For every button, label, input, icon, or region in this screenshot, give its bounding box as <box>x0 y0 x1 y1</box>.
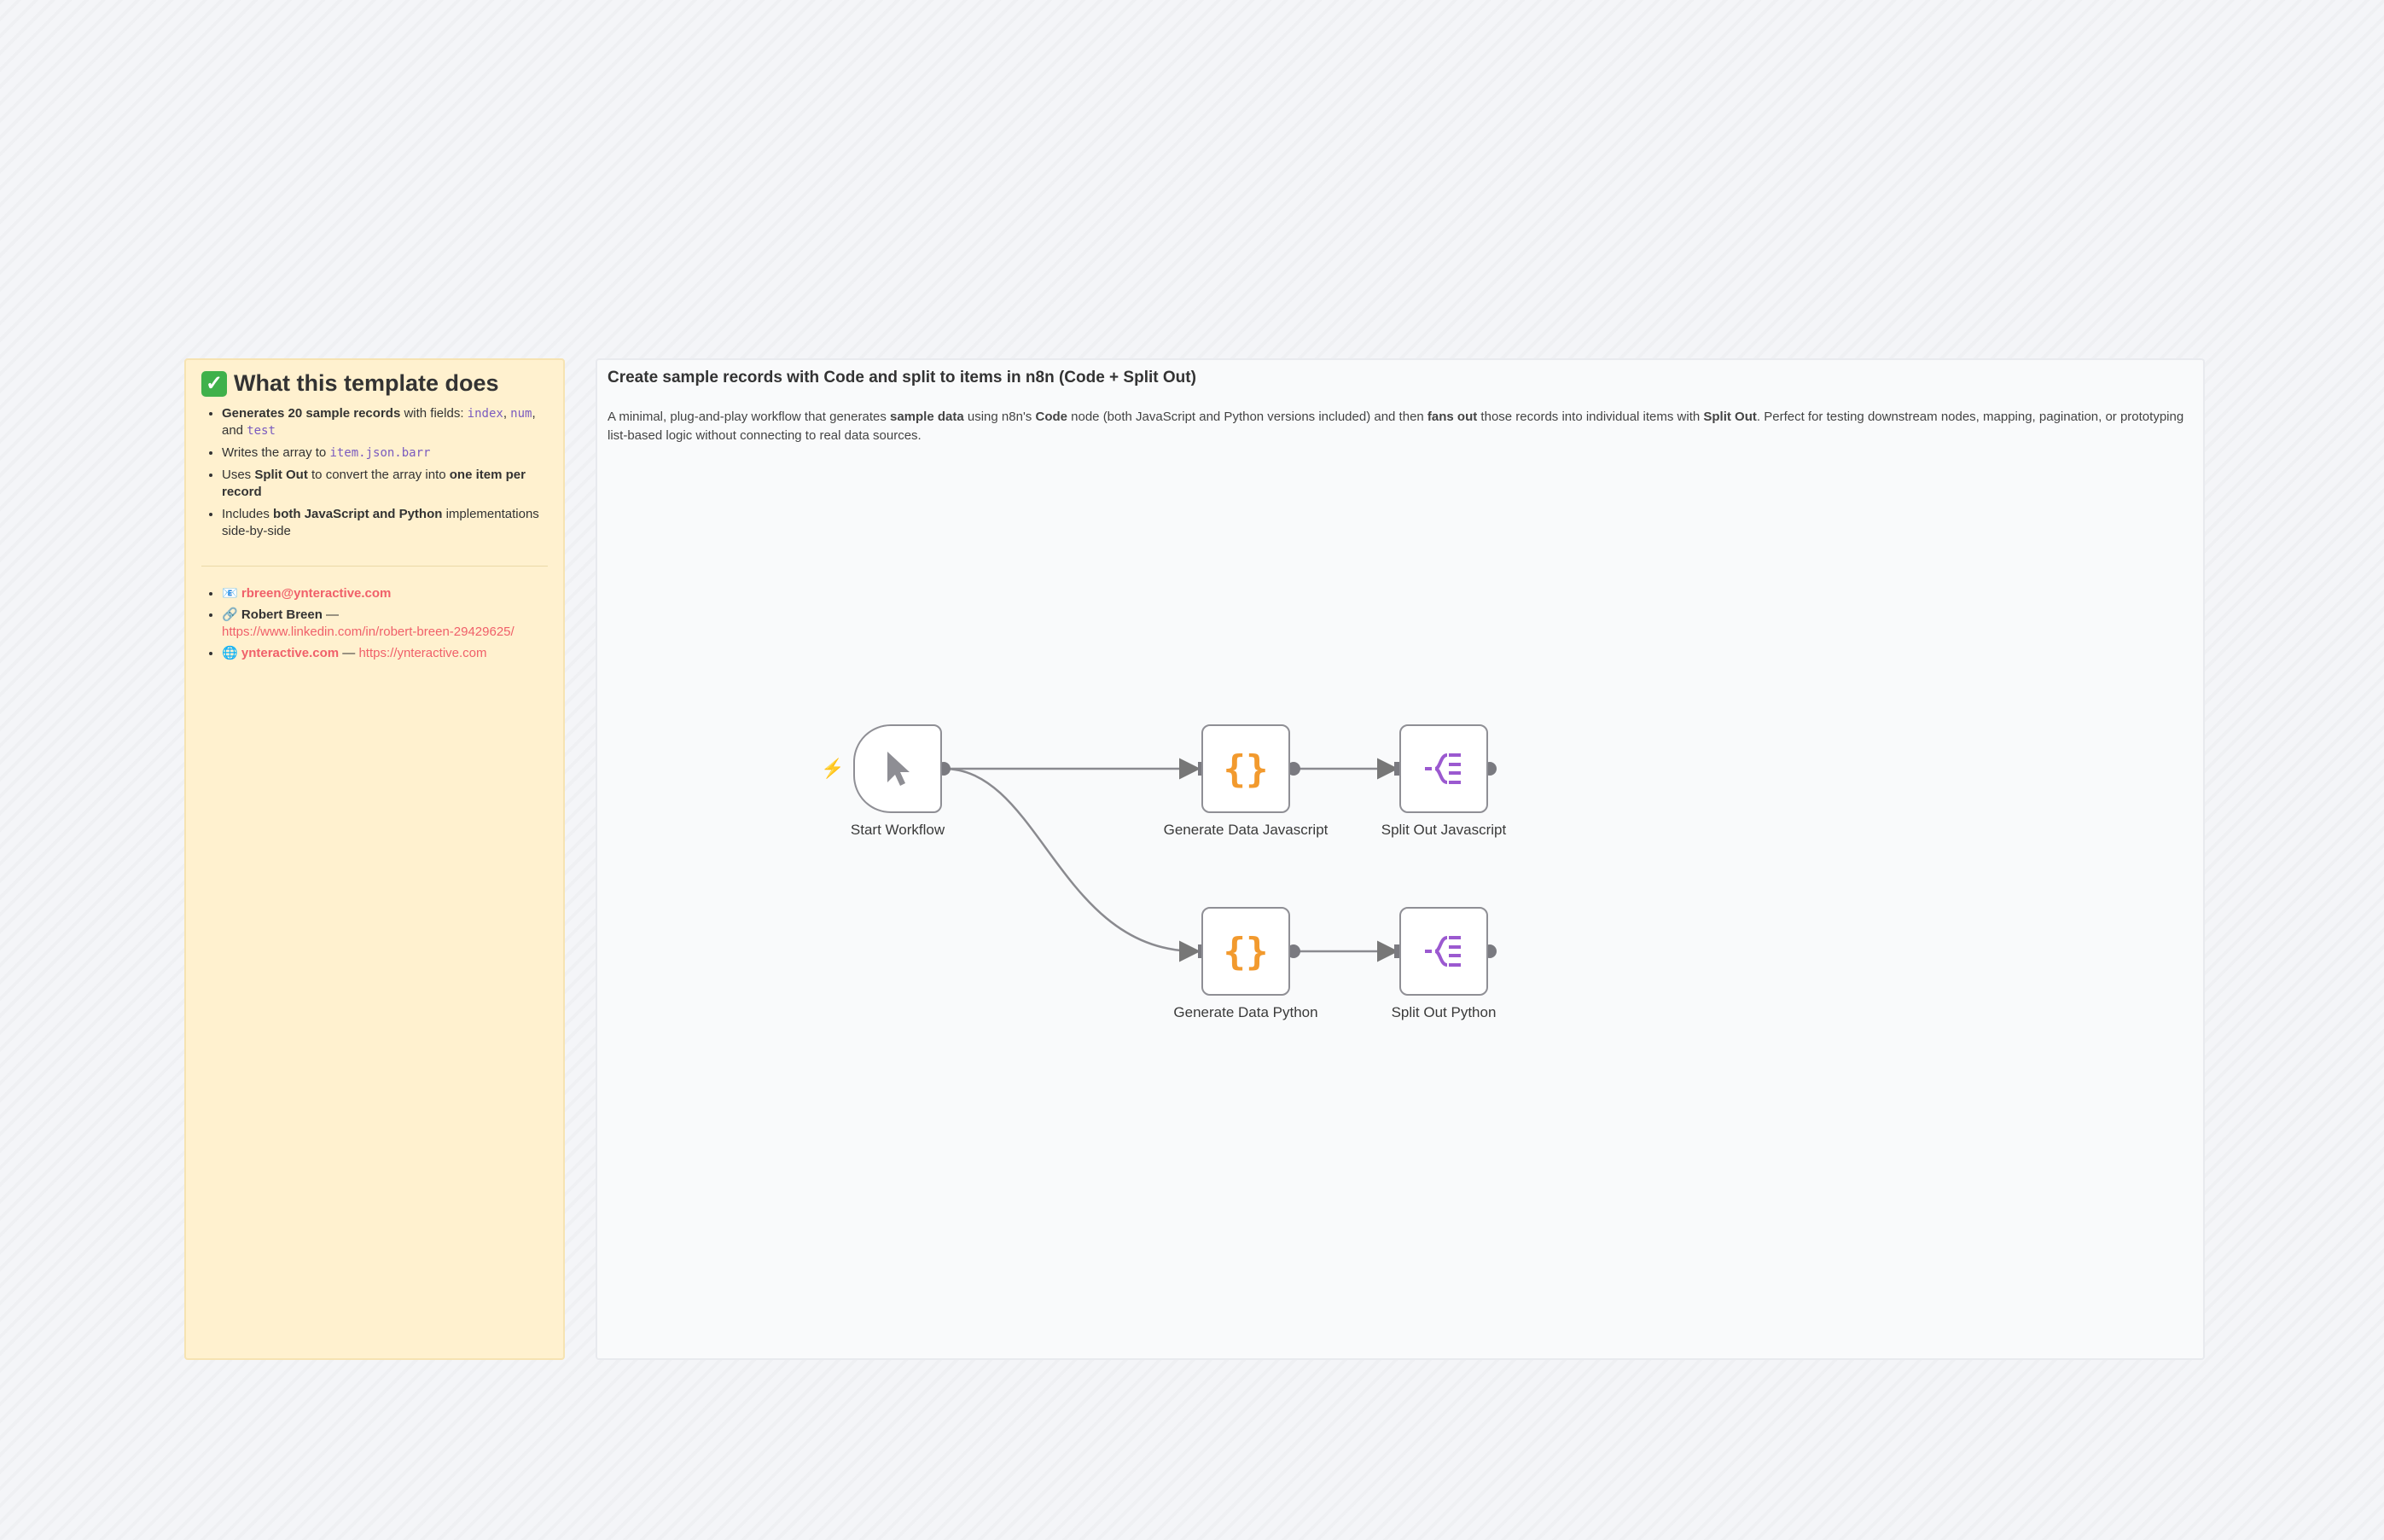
input-handle <box>1394 762 1399 776</box>
node-label-start: Start Workflow <box>850 822 945 838</box>
note-title: ✓ What this template does <box>201 370 548 397</box>
contact-website: 🌐 ynteractive.com — https://ynteractive.… <box>222 645 548 662</box>
input-handle <box>1198 762 1203 776</box>
check-icon: ✓ <box>201 370 227 397</box>
feature-item: Generates 20 sample records with fields:… <box>222 405 548 439</box>
link-icon: 🔗 <box>222 607 238 622</box>
cursor-icon <box>887 752 910 786</box>
feature-list: Generates 20 sample records with fields:… <box>201 405 548 540</box>
split-out-icon <box>1425 936 1461 967</box>
node-label-gen-js: Generate Data Javascript <box>1163 822 1329 838</box>
site-url-link[interactable]: https://ynteractive.com <box>358 646 487 660</box>
code-brace-icon: {} <box>1223 929 1269 973</box>
code-brace-icon: {} <box>1223 747 1269 791</box>
globe-icon: 🌐 <box>222 646 238 660</box>
node-split-out-python[interactable] <box>1399 907 1488 996</box>
feature-item: Includes both JavaScript and Python impl… <box>222 506 548 540</box>
node-split-out-javascript[interactable] <box>1399 724 1488 813</box>
site-name-link[interactable]: ynteractive.com <box>241 646 340 660</box>
output-handle <box>1287 944 1300 958</box>
node-generate-data-javascript[interactable]: {} <box>1201 724 1290 813</box>
lightning-icon: ⚡ <box>821 758 845 779</box>
note-main-title: Create sample records with Code and spli… <box>608 369 1196 386</box>
author-name: Robert Breen <box>241 607 323 622</box>
input-handle <box>1394 944 1399 958</box>
feature-item: Writes the array to item.json.barr <box>222 445 548 462</box>
output-handle <box>1287 762 1300 776</box>
email-icon: 📧 <box>222 586 238 601</box>
feature-item: Uses Split Out to convert the array into… <box>222 467 548 501</box>
split-out-icon <box>1425 753 1461 784</box>
node-generate-data-python[interactable]: {} <box>1201 907 1290 996</box>
contact-linkedin: 🔗 Robert Breen — https://www.linkedin.co… <box>222 607 548 641</box>
node-label-split-py: Split Out Python <box>1391 1004 1497 1020</box>
node-label-split-js: Split Out Javascript <box>1381 822 1507 838</box>
contact-list: 📧 rbreen@ynteractive.com 🔗 Robert Breen … <box>201 585 548 662</box>
sticky-note-main[interactable]: Create sample records with Code and spli… <box>596 358 2205 1360</box>
node-start-workflow[interactable] <box>853 724 942 813</box>
divider <box>201 566 548 567</box>
linkedin-link[interactable]: https://www.linkedin.com/in/robert-breen… <box>222 625 515 639</box>
node-label-gen-py: Generate Data Python <box>1173 1004 1318 1020</box>
input-handle <box>1198 944 1203 958</box>
note-main-description: A minimal, plug-and-play workflow that g… <box>608 410 2184 443</box>
sticky-note-template-info[interactable]: ✓ What this template does Generates 20 s… <box>184 358 565 1360</box>
contact-email: 📧 rbreen@ynteractive.com <box>222 585 548 602</box>
email-link[interactable]: rbreen@ynteractive.com <box>241 586 392 601</box>
connection-start-to-gen-py <box>943 767 1201 962</box>
